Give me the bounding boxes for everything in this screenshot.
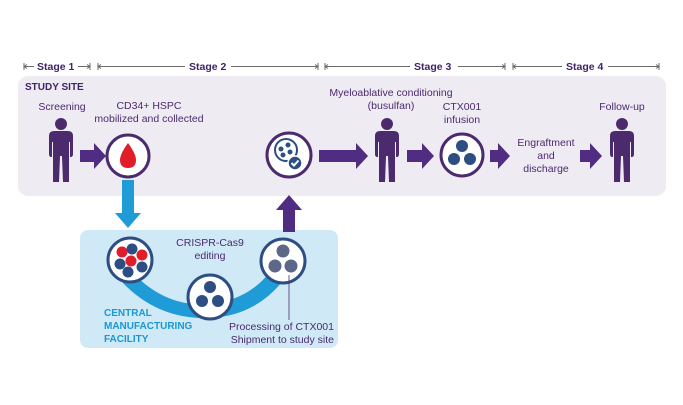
stage-2-label: Stage 2 — [189, 61, 227, 73]
arrow-collection-down — [115, 180, 141, 228]
step-infusion: CTX001 infusion — [442, 101, 482, 126]
step-crispr-editing: CRISPR-Cas9 editing — [176, 237, 244, 262]
study-site-panel — [18, 76, 666, 196]
infusion-circle — [439, 132, 485, 178]
harvested-cells-circle — [106, 236, 154, 284]
step-engraftment: Engraftment and discharge — [517, 137, 575, 175]
manufacturing-flow-arc — [122, 272, 282, 319]
arrow-to-follow-up — [580, 143, 602, 169]
processed-cells-circle — [259, 237, 307, 285]
stage-1-label: Stage 1 — [37, 61, 75, 73]
arrow-screening-to-collection — [80, 143, 106, 169]
step-screening: Screening — [38, 101, 86, 113]
arrow-to-engraftment — [490, 143, 510, 169]
step-hspc-collection: CD34+ HSPC mobilized and collected — [94, 100, 204, 125]
process-arrows — [80, 143, 602, 232]
stage-3-label: Stage 3 — [414, 61, 452, 73]
study-site-title: STUDY SITE — [25, 82, 84, 93]
arrow-to-infusion — [407, 143, 434, 169]
bracket-icon — [324, 63, 506, 70]
bracket-icon — [512, 63, 660, 70]
central-facility-title: CENTRAL MANUFACTURING FACILITY — [104, 308, 193, 345]
blood-drop-icon — [120, 143, 136, 168]
collection-circle — [105, 133, 151, 179]
bracket-icon — [97, 63, 319, 70]
step-follow-up: Follow-up — [599, 101, 645, 113]
arrow-shipment-up — [276, 195, 302, 232]
manufacturing-arrows — [115, 180, 282, 319]
step-conditioning: Myeloablative conditioning (busulfan) — [329, 87, 453, 112]
return-cells-circle — [265, 131, 313, 179]
arrow-to-conditioning — [319, 143, 368, 169]
cell-cluster-icon — [274, 138, 298, 162]
edited-cells-circle — [186, 273, 234, 321]
bracket-icon — [23, 63, 91, 70]
stage-brackets — [23, 63, 660, 70]
step-processing-shipment: Processing of CTX001 Shipment to study s… — [228, 321, 334, 346]
stage-4-label: Stage 4 — [566, 61, 604, 73]
